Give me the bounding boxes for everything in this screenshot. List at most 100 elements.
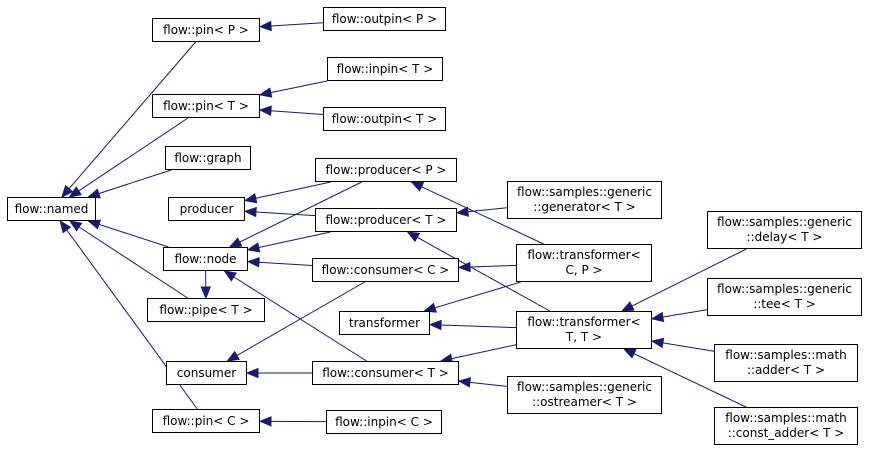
edge-inpin_t-to-pin_t <box>270 80 328 94</box>
node-flow-transformer-cp[interactable]: flow::transformer<C, P > <box>516 244 652 282</box>
node-samples-generic-delay[interactable]: flow::samples::generic::delay< T > <box>707 211 862 249</box>
arrowhead-generator-to-producer_t <box>455 206 469 217</box>
node-label-line: flow::samples::math <box>725 348 847 362</box>
node-label-line: T, T > <box>565 330 603 344</box>
node-samples-generic-tee[interactable]: flow::samples::generic::tee< T > <box>707 278 862 316</box>
arrowhead-inpin_t-to-pin_t <box>258 87 273 98</box>
node-flow-pipe-t[interactable]: flow::pipe< T > <box>147 298 265 322</box>
arrowhead-producer_t-to-node <box>246 242 261 253</box>
node-label-line: ::const_adder< T > <box>727 426 845 440</box>
edge-consumer_c-to-consumer <box>236 281 365 356</box>
node-label-line: flow::inpin< T > <box>336 61 434 76</box>
node-flow-pin-c[interactable]: flow::pin< C > <box>152 409 260 433</box>
node-label-line: flow::outpin< T > <box>331 111 438 126</box>
edge-consumer_c-to-node <box>258 261 313 267</box>
arrowhead-pipe_t-to-named <box>68 220 83 232</box>
node-label-line: ::generator< T > <box>533 200 636 214</box>
node-samples-math-adder[interactable]: flow::samples::math::adder< T > <box>714 344 858 382</box>
arrowhead-transformer_tt-to-transformer <box>428 319 442 331</box>
node-producer[interactable]: producer <box>168 197 245 221</box>
node-flow-inpin-t[interactable]: flow::inpin< T > <box>327 57 443 81</box>
node-flow-producer-t[interactable]: flow::producer< T > <box>315 208 457 232</box>
node-label-line: flow::graph <box>174 150 242 165</box>
node-label-line: flow::samples::generic <box>517 185 652 199</box>
edge-outpin_t-to-pin_t <box>270 110 324 116</box>
arrowhead-producer_p-to-producer <box>243 193 258 204</box>
edge-tee-to-transformer_tt <box>662 309 708 318</box>
edge-pin_t-to-named <box>78 117 189 192</box>
node-flow-outpin-t[interactable]: flow::outpin< T > <box>323 107 446 131</box>
arrowhead-transformer_cp-to-transformer <box>423 302 437 313</box>
arrowhead-producer_p-to-node <box>228 237 243 248</box>
node-label-line: flow::producer< T > <box>325 212 447 227</box>
node-transformer[interactable]: transformer <box>339 311 430 335</box>
node-flow-named[interactable]: flow::named <box>7 197 96 221</box>
edge-producer_t-to-node <box>258 231 331 248</box>
node-label-line: consumer <box>176 365 237 380</box>
arrowhead-ostreamer-to-consumer_t <box>457 377 472 388</box>
node-label-line: producer <box>179 201 234 216</box>
edge-const_adder-to-transformer_tt <box>633 353 747 408</box>
edge-transformer_tt-to-transformer <box>440 324 517 329</box>
arrowhead-node-to-pipe_t <box>200 286 212 300</box>
node-label-line: flow::producer< P > <box>325 162 447 177</box>
node-label-line: transformer <box>348 315 421 330</box>
node-label-line: flow::pipe< T > <box>159 302 253 317</box>
node-label-line: flow::pin< C > <box>162 413 250 428</box>
node-label-line: flow::named <box>14 201 89 216</box>
node-samples-math-const-adder[interactable]: flow::samples::math::const_adder< T > <box>714 407 858 445</box>
node-label-line: ::tee< T > <box>753 297 816 311</box>
node-label-line: ::delay< T > <box>746 230 823 244</box>
edge-transformer_cp-to-producer_p <box>421 186 544 245</box>
edge-transformer_tt-to-producer_t <box>416 236 551 312</box>
node-flow-consumer-c[interactable]: flow::consumer< C > <box>312 258 459 282</box>
node-flow-producer-p[interactable]: flow::producer< P > <box>315 158 457 182</box>
node-label-line: flow::transformer< <box>527 248 641 262</box>
arrowhead-transformer_cp-to-producer_p <box>410 181 425 192</box>
edge-producer_p-to-node <box>239 181 362 243</box>
node-label-line: flow::pin< T > <box>163 98 249 113</box>
arrowhead-pin_t-to-named <box>68 186 82 198</box>
node-label-line: flow::samples::math <box>725 411 847 425</box>
node-flow-inpin-c[interactable]: flow::inpin< C > <box>326 410 442 434</box>
node-label-line: flow::transformer< <box>527 315 641 329</box>
node-flow-pin-p[interactable]: flow::pin< P > <box>152 18 260 42</box>
edge-node-to-named <box>98 223 169 248</box>
node-samples-generic-ostreamer[interactable]: flow::samples::generic::ostreamer< T > <box>507 376 662 414</box>
edge-transformer_cp-to-transformer <box>434 281 521 309</box>
node-consumer[interactable]: consumer <box>166 361 247 385</box>
node-flow-consumer-t[interactable]: flow::consumer< T > <box>312 361 459 385</box>
arrowhead-delay-to-transformer_tt <box>620 301 635 312</box>
edge-transformer_cp-to-consumer_c <box>469 264 517 268</box>
edge-pin_p-to-named <box>68 41 197 189</box>
node-label-line: ::ostreamer< T > <box>532 395 637 409</box>
node-flow-transformer-tt[interactable]: flow::transformer<T, T > <box>516 311 652 349</box>
node-label-line: flow::consumer< T > <box>322 365 449 380</box>
arrowhead-outpin_p-to-pin_p <box>258 20 272 32</box>
node-label-line: flow::node <box>174 251 237 266</box>
arrowhead-pin_p-to-named <box>60 184 74 198</box>
arrowhead-consumer_t-to-node <box>223 270 237 282</box>
node-label-line: flow::consumer< C > <box>321 262 450 277</box>
edge-producer_p-to-producer <box>255 181 331 199</box>
arrowhead-consumer_t-to-consumer <box>245 367 259 379</box>
node-samples-generic-generator[interactable]: flow::samples::generic::generator< T > <box>507 181 662 219</box>
node-label-line: flow::samples::generic <box>717 282 852 296</box>
edge-graph-to-named <box>98 169 172 195</box>
arrowhead-producer_t-to-producer <box>243 206 257 218</box>
arrowhead-consumer_c-to-consumer <box>226 350 240 362</box>
node-flow-pin-t[interactable]: flow::pin< T > <box>152 94 260 118</box>
arrowhead-consumer_c-to-node <box>246 257 260 268</box>
node-label-line: flow::inpin< C > <box>335 414 433 429</box>
node-flow-node[interactable]: flow::node <box>163 247 248 271</box>
arrowhead-outpin_t-to-pin_t <box>258 105 272 116</box>
edge-delay-to-transformer_tt <box>631 248 747 307</box>
arrowhead-inpin_c-to-pin_c <box>258 416 272 427</box>
arrowhead-const_adder-to-transformer_tt <box>622 348 637 359</box>
arrowhead-transformer_tt-to-producer_t <box>406 231 421 243</box>
node-flow-graph[interactable]: flow::graph <box>165 146 251 170</box>
edge-ostreamer-to-consumer_t <box>469 381 508 387</box>
node-flow-outpin-p[interactable]: flow::outpin< P > <box>323 7 446 31</box>
